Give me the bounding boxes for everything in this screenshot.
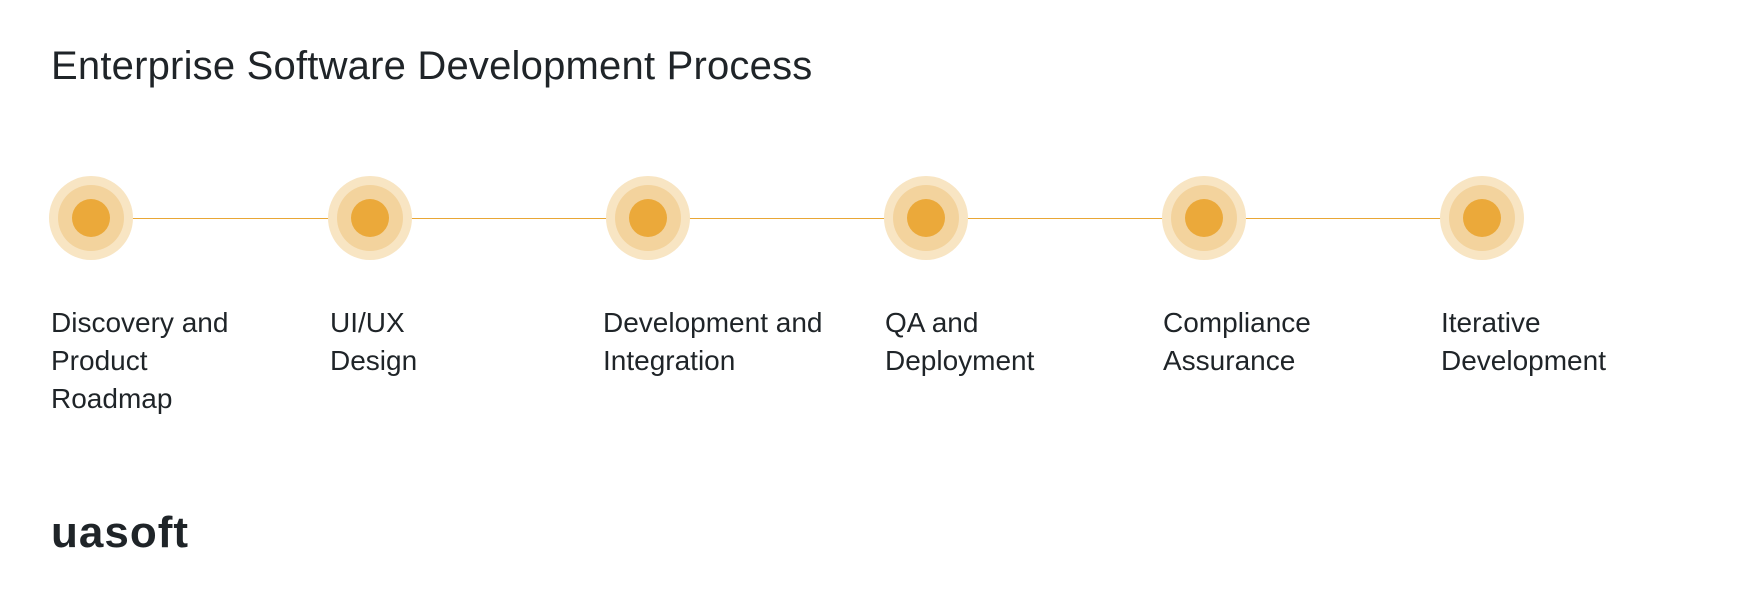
step-label: Iterative Development	[1441, 307, 1606, 376]
page-title: Enterprise Software Development Process	[51, 44, 813, 88]
timeline-line	[118, 218, 1482, 219]
step-marker-dot	[1185, 199, 1223, 237]
step-label: Discovery and Product Roadmap	[51, 307, 229, 414]
step-marker-dot	[907, 199, 945, 237]
step-label: QA and Deployment	[885, 307, 1035, 376]
step-label: Development and Integration	[603, 307, 823, 376]
step-marker-dot	[72, 199, 110, 237]
step-marker-dot	[629, 199, 667, 237]
step-label: Compliance Assurance	[1163, 307, 1311, 376]
step-marker-dot	[1463, 199, 1501, 237]
step-marker-dot	[351, 199, 389, 237]
step-label: UI/UX Design	[330, 307, 418, 376]
uasoft-logo: uasoft	[51, 508, 189, 557]
